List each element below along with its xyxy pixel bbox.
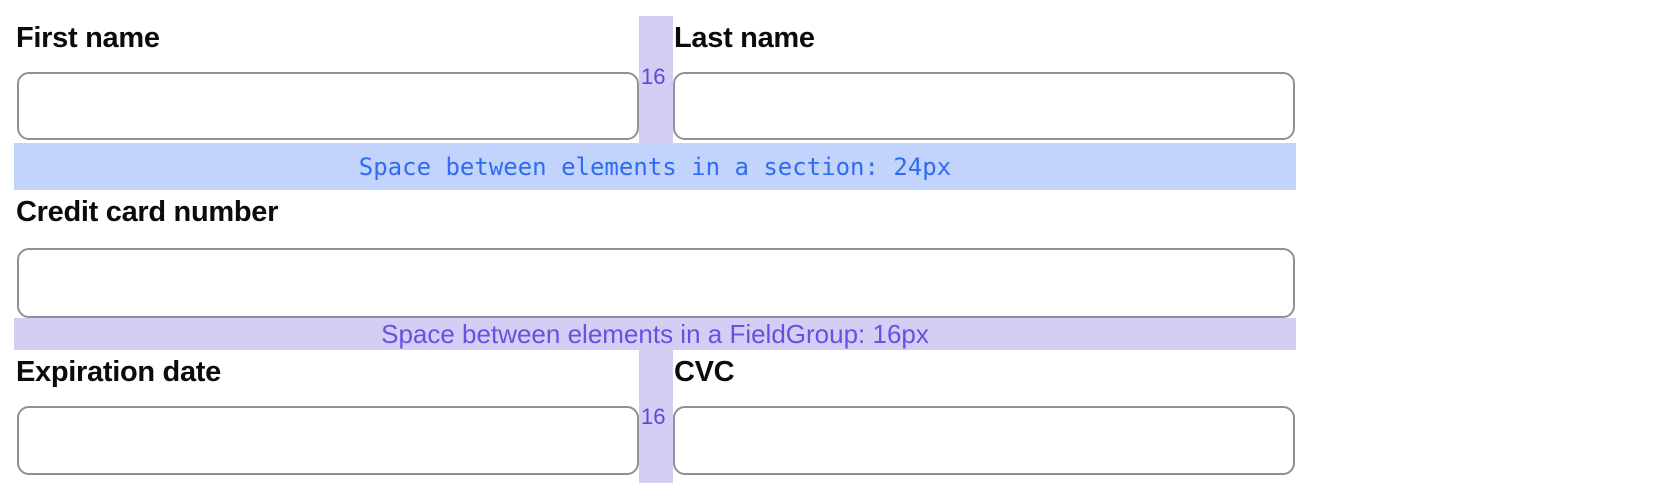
cvc-input[interactable] [673, 406, 1295, 475]
section-spacing-highlight: Space between elements in a section: 24p… [14, 143, 1296, 190]
expiration-date-input[interactable] [17, 406, 639, 475]
expiration-date-label: Expiration date [16, 356, 221, 388]
column-gap-highlight-bottom [639, 350, 673, 483]
first-name-label: First name [16, 22, 160, 54]
fieldgroup-spacing-caption: Space between elements in a FieldGroup: … [381, 318, 929, 349]
column-gap-value-top: 16 [641, 64, 666, 89]
credit-card-number-input[interactable] [17, 248, 1295, 318]
column-gap-value-bottom: 16 [641, 404, 666, 429]
section-spacing-caption: Space between elements in a section: 24p… [358, 152, 952, 181]
credit-card-number-label: Credit card number [16, 196, 279, 228]
first-name-input[interactable] [17, 72, 639, 140]
last-name-input[interactable] [673, 72, 1295, 140]
column-gap-highlight-top [639, 16, 673, 143]
last-name-label: Last name [674, 22, 815, 54]
cvc-label: CVC [674, 356, 735, 388]
fieldgroup-spacing-highlight: Space between elements in a FieldGroup: … [14, 318, 1296, 350]
